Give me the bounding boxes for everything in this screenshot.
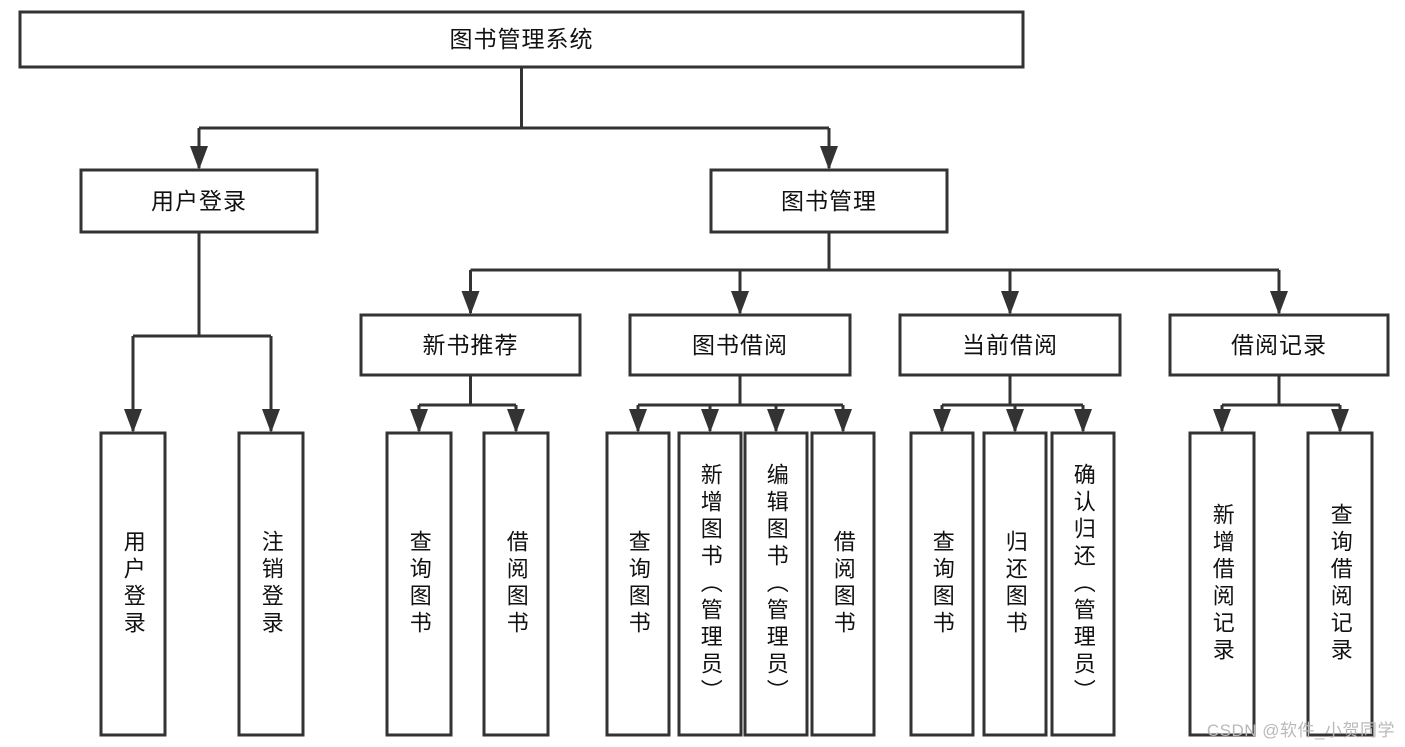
edge-arrowhead — [262, 409, 280, 433]
node-box-l2_2[interactable] — [898, 313, 1122, 377]
edge-arrowhead — [1001, 291, 1019, 315]
node-box-l2_1[interactable] — [628, 313, 852, 377]
edge-arrowhead — [1270, 291, 1288, 315]
edge-arrowhead — [731, 291, 749, 315]
node-box-l3_12[interactable] — [1306, 431, 1374, 737]
edge-arrowhead — [701, 409, 719, 433]
edge-arrowhead — [190, 146, 208, 170]
edge-arrowhead — [1074, 409, 1092, 433]
edge-arrowhead — [629, 409, 647, 433]
node-box-root[interactable] — [18, 10, 1025, 69]
edge-arrowhead — [767, 409, 785, 433]
node-box-l3_3[interactable] — [482, 431, 550, 737]
node-layer — [18, 10, 1390, 737]
node-box-l3_8[interactable] — [909, 431, 975, 737]
node-box-l3_4[interactable] — [605, 431, 671, 737]
node-box-l3_6[interactable] — [743, 431, 809, 737]
node-box-l3_5[interactable] — [677, 431, 743, 737]
node-box-l1_0[interactable] — [79, 168, 319, 234]
edge-arrowhead — [507, 409, 525, 433]
node-box-l3_1[interactable] — [237, 431, 305, 737]
edge-arrowhead — [933, 409, 951, 433]
edge-arrowhead — [834, 409, 852, 433]
node-box-l2_0[interactable] — [359, 313, 582, 377]
node-box-l3_10[interactable] — [1050, 431, 1116, 737]
edge-arrowhead — [1213, 409, 1231, 433]
edge-arrowhead — [1006, 409, 1024, 433]
node-box-l3_7[interactable] — [810, 431, 876, 737]
node-box-l2_3[interactable] — [1168, 313, 1390, 377]
node-box-l3_2[interactable] — [385, 431, 453, 737]
node-box-l3_11[interactable] — [1188, 431, 1256, 737]
edge-arrowhead — [461, 291, 480, 315]
node-box-l3_0[interactable] — [99, 431, 167, 737]
edge-arrowhead — [410, 409, 428, 433]
edge-arrowhead — [1331, 409, 1349, 433]
node-box-l1_1[interactable] — [709, 168, 949, 234]
edge-arrowhead — [820, 146, 838, 170]
watermark-text: CSDN @软件_小贺同学 — [1206, 721, 1395, 740]
node-box-l3_9[interactable] — [982, 431, 1048, 737]
edge-layer — [124, 67, 1349, 433]
edge-arrowhead — [124, 409, 142, 433]
